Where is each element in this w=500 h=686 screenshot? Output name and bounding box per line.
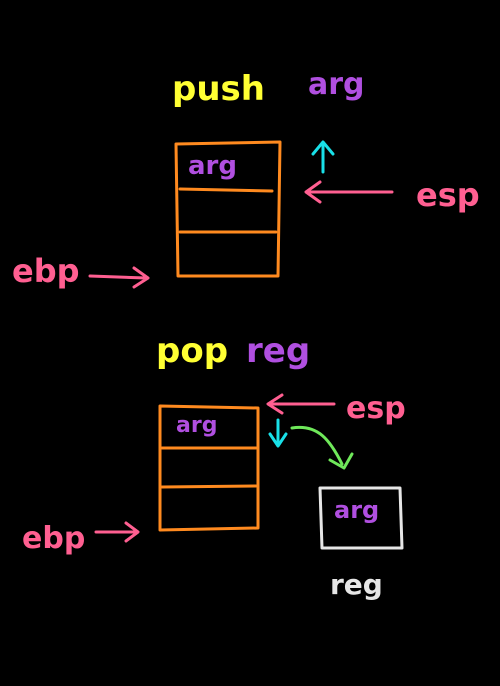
- push-esp-label: esp: [416, 176, 480, 214]
- pop-ebp-label: ebp: [22, 521, 85, 556]
- pop-stack-frame: arg: [158, 404, 260, 532]
- push-section: push arg arg esp ebp: [12, 67, 480, 290]
- push-ebp-label: ebp: [12, 252, 80, 290]
- pop-ebp-arrow: [94, 521, 140, 543]
- register-value: arg: [334, 496, 379, 524]
- pop-instruction: pop: [156, 331, 228, 371]
- push-ebp-arrow: [88, 266, 150, 289]
- push-operand: arg: [308, 67, 365, 102]
- push-direction-arrow: [311, 140, 335, 174]
- pop-stack-slot-top: arg: [176, 413, 217, 438]
- pop-esp-arrow: [266, 393, 336, 415]
- push-instruction: push: [172, 69, 265, 109]
- push-stack-frame: arg: [174, 140, 282, 278]
- pop-operand: reg: [246, 331, 310, 371]
- register-caption: reg: [330, 568, 383, 601]
- push-stack-slot-top: arg: [188, 151, 237, 181]
- pop-stack-outline: [158, 404, 260, 532]
- pop-stack-divider-2: [160, 484, 258, 489]
- push-stack-divider-1: [178, 187, 274, 193]
- pop-move-to-register-arrow: [290, 425, 354, 470]
- pop-esp-label: esp: [346, 391, 406, 426]
- register-box: [318, 486, 404, 550]
- pop-direction-arrow: [268, 418, 288, 448]
- pop-section: pop reg arg esp arg reg ebp: [22, 331, 406, 601]
- push-stack-outline: [174, 140, 282, 278]
- push-esp-arrow: [304, 180, 394, 204]
